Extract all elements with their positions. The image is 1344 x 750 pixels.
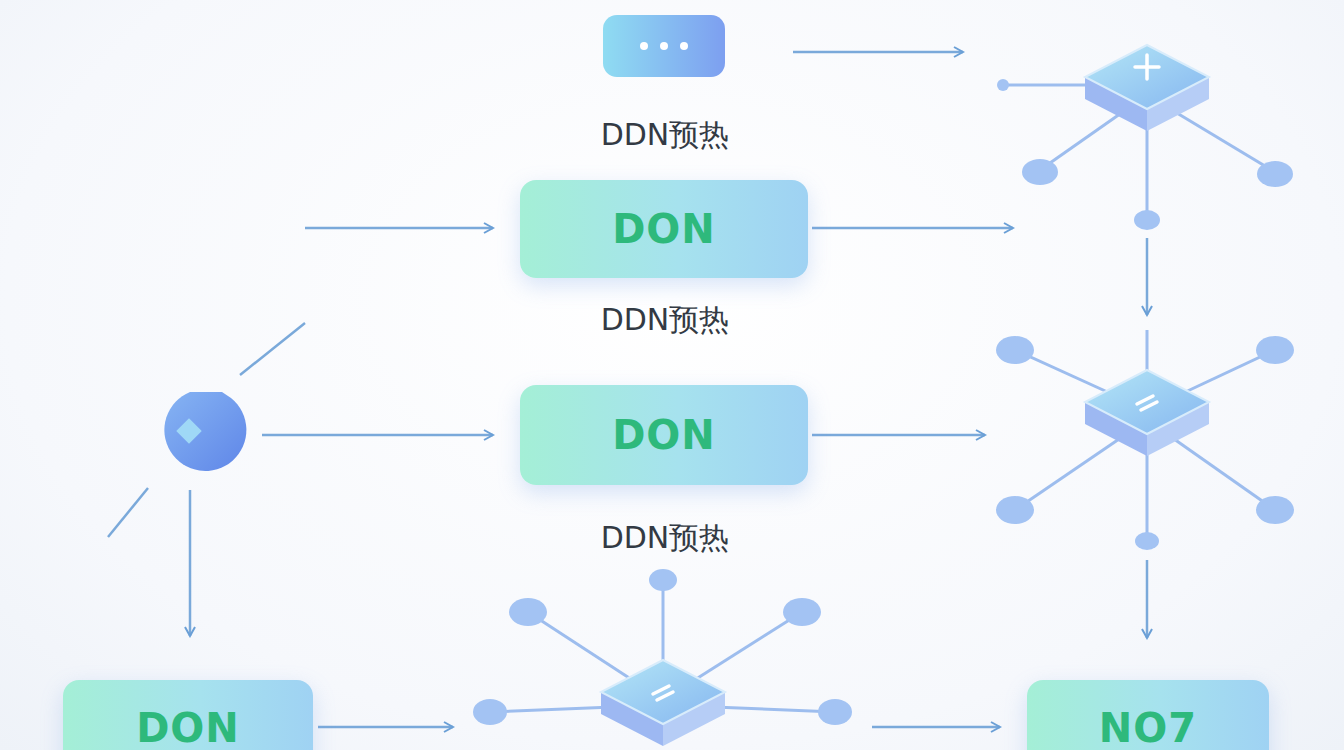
step-label: DDN预热 (601, 115, 730, 156)
deco-line (240, 323, 305, 375)
diamond (176, 418, 201, 443)
dot (640, 42, 648, 50)
ellipsis-box (603, 15, 725, 77)
box-label: NO7 (1099, 705, 1197, 750)
arrow-lines (108, 52, 1147, 727)
dot (680, 42, 688, 50)
arrow (1146, 560, 1149, 638)
network-cube (1085, 45, 1209, 131)
process-box: DON (520, 180, 808, 278)
deco-line (108, 488, 148, 537)
process-box: DON (63, 680, 313, 750)
arrow (262, 434, 493, 437)
network-cube (1085, 370, 1209, 456)
network-cube (601, 660, 725, 746)
spokes (490, 85, 1275, 712)
box-label: DON (136, 705, 240, 750)
arrow (812, 434, 985, 437)
dot (660, 42, 668, 50)
arrow (1146, 238, 1149, 315)
box-label: DON (612, 206, 716, 252)
process-box: NO7 (1027, 680, 1269, 750)
arrow (318, 726, 453, 729)
arrow (305, 227, 493, 230)
process-box: DON (520, 385, 808, 485)
arrow (793, 51, 963, 54)
step-label: DDN预热 (601, 518, 730, 559)
box-label: DON (612, 412, 716, 458)
pill (603, 15, 725, 77)
arrow (189, 490, 192, 636)
circle (164, 392, 246, 471)
spoke-dots (473, 79, 1294, 725)
arrow (812, 227, 1013, 230)
step-label: DDN预热 (601, 300, 730, 341)
arrow (872, 726, 1000, 729)
source-icon (164, 392, 246, 471)
